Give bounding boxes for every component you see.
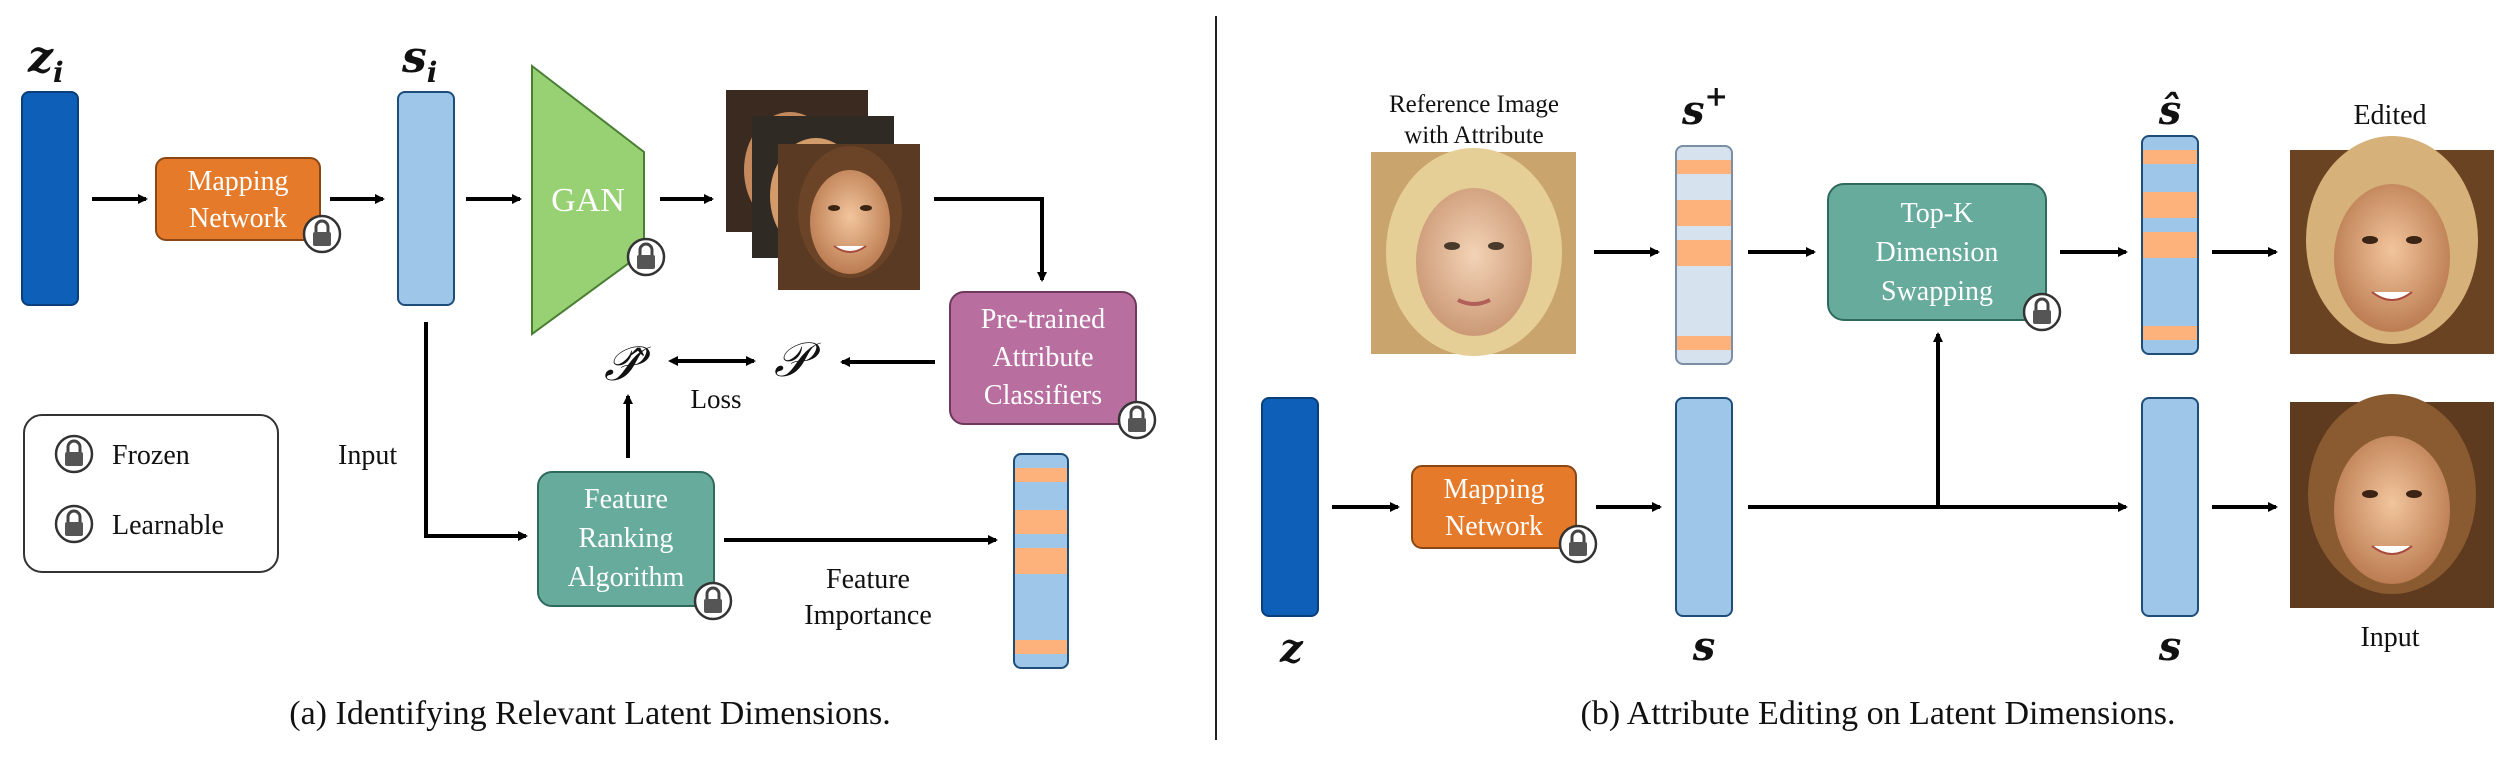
p-hat-symbol: 𝒫̂	[604, 336, 651, 392]
s-label-b1: s	[1692, 623, 1716, 670]
gan-generator: GAN	[531, 63, 666, 336]
classifier-line2: Attribute	[992, 342, 1093, 373]
gan-label: GAN	[551, 182, 625, 219]
feature-ranking-line3: Algorithm	[568, 562, 685, 593]
s-i-vector	[397, 91, 455, 306]
legend-frozen: Frozen	[112, 440, 190, 471]
topk-dimension-swapping: Top-K Dimension Swapping	[1827, 183, 2062, 332]
mapping-network-a-line1: Mapping	[187, 166, 288, 197]
z-label: z	[1279, 625, 1304, 672]
lock-icon	[302, 214, 342, 254]
legend: Frozen Learnable	[23, 414, 279, 573]
reference-line1: Reference Image	[1389, 91, 1559, 118]
lock-icon	[1117, 400, 1157, 440]
s-plus-label: s+	[1681, 80, 1728, 134]
classifier-line1: Pre-trained	[981, 304, 1105, 335]
input-face-image	[2290, 394, 2494, 608]
mapping-network-b-line2: Network	[1445, 511, 1543, 542]
s-plus-vector	[1675, 145, 1733, 365]
frozen-lock-icon	[54, 434, 94, 474]
topk-line2: Dimension	[1876, 237, 1999, 268]
feature-importance-line1: Feature	[826, 564, 910, 595]
s-hat-label: ŝ	[2158, 87, 2182, 134]
mapping-network-b-line1: Mapping	[1443, 474, 1544, 505]
mapping-network-a-line2: Network	[189, 203, 287, 234]
p-symbol: 𝒫	[774, 332, 821, 388]
mapping-network-a: Mapping Network	[155, 157, 342, 254]
feature-ranking-line2: Ranking	[579, 523, 674, 554]
edited-label: Edited	[2353, 100, 2426, 131]
panel-b: Reference Image with Attribute s+ Top-K	[1261, 80, 2494, 732]
loss-label: Loss	[690, 384, 741, 414]
lock-icon	[1558, 524, 1598, 564]
lock-icon	[693, 581, 733, 621]
reference-line2: with Attribute	[1404, 122, 1544, 149]
z-i-label: zi	[27, 32, 64, 89]
attribute-classifiers: Pre-trained Attribute Classifiers	[949, 291, 1157, 440]
s-vector-b1	[1675, 397, 1733, 617]
lock-icon	[2022, 292, 2062, 332]
feature-ranking-algorithm: Feature Ranking Algorithm	[537, 471, 733, 621]
feature-importance-line2: Importance	[804, 600, 932, 631]
s-label-b2: s	[2158, 623, 2182, 670]
topk-line3: Swapping	[1881, 276, 1993, 307]
legend-learnable: Learnable	[112, 510, 224, 541]
z-vector	[1261, 397, 1319, 617]
feature-ranking-line1: Feature	[584, 484, 668, 515]
caption-a: (a) Identifying Relevant Latent Dimensio…	[289, 695, 890, 732]
feature-importance-vector	[1013, 453, 1069, 669]
panel-a: zi Mapping Network si GAN	[21, 32, 1157, 732]
input-label-a: Input	[338, 440, 397, 471]
mapping-network-b: Mapping Network	[1411, 465, 1598, 564]
input-label-b: Input	[2360, 622, 2419, 653]
lock-icon	[626, 237, 666, 277]
z-i-vector	[21, 91, 79, 306]
s-i-label: si	[401, 32, 437, 89]
face-image	[778, 144, 920, 290]
s-vector-b2	[2141, 397, 2199, 617]
caption-b: (b) Attribute Editing on Latent Dimensio…	[1581, 695, 2176, 732]
reference-face-image	[1371, 148, 1576, 356]
learnable-lock-icon	[54, 504, 94, 544]
edited-face-image	[2290, 136, 2494, 354]
classifier-line3: Classifiers	[984, 380, 1102, 411]
topk-line1: Top-K	[1901, 198, 1974, 229]
s-hat-vector	[2141, 135, 2199, 355]
generated-faces-stack	[726, 90, 920, 290]
